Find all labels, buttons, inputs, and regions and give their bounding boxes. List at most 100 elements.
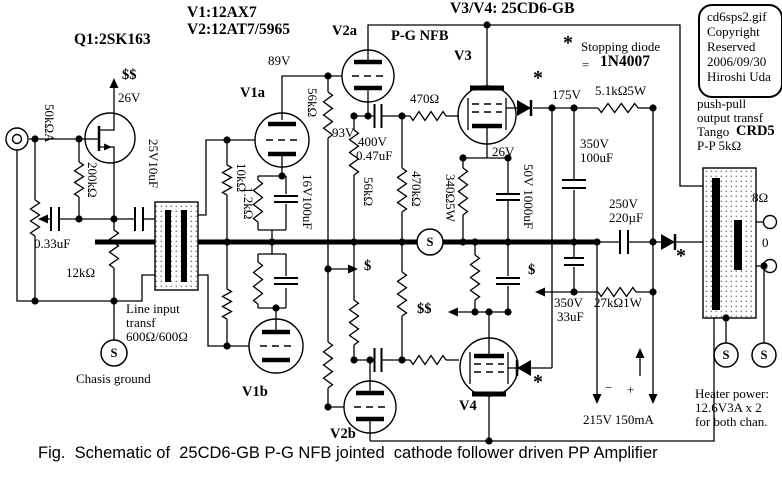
stopping-diode (517, 100, 531, 116)
wire (327, 388, 344, 408)
input-jack (5, 127, 29, 151)
label-plus: + (627, 382, 635, 397)
label-c220-uf: 220µF (609, 210, 644, 225)
label-equals: = (582, 57, 590, 72)
label-v2b: V2b (330, 426, 356, 442)
label-c33-uf: 33uF (557, 309, 584, 324)
input-transformer (154, 201, 199, 291)
copyright-line: Copyright (707, 24, 760, 39)
label-r1-2k: 1.2kΩ (241, 187, 256, 220)
copyright-line: cd6sps2.gif (707, 9, 767, 24)
tube-v2a (341, 49, 395, 103)
resistor-470 (409, 110, 447, 122)
junction-dot (398, 238, 406, 246)
chassis-ground-terminal (100, 339, 128, 367)
heater-terminal-s: S (760, 348, 768, 362)
label-r470: 470Ω (410, 91, 440, 106)
input-jack (11, 133, 23, 145)
rail-tag-arrow (348, 264, 358, 274)
transformer-winding (165, 210, 171, 282)
stopping-diode (517, 360, 531, 376)
label-r56a: 56kΩ (305, 88, 320, 118)
label-opt-3: Tango (697, 124, 730, 139)
label-c047: 0.47uF (356, 148, 393, 163)
label-v2a: V2a (332, 23, 357, 39)
label-transf1-1: Line input (126, 301, 180, 316)
junction-dot (398, 112, 406, 120)
ground-symbol-s: S (426, 235, 434, 249)
junction-dot (110, 297, 118, 305)
label-c33-v: 350V (554, 295, 583, 310)
resistor-200k (73, 161, 85, 198)
junction-dot (593, 238, 601, 246)
junction-dot (350, 238, 358, 246)
copyright-line: Hiroshi Uda (707, 69, 771, 84)
resistor-56k-nfb (322, 91, 334, 139)
label-opt-model: CRD5 (736, 123, 775, 139)
figure-caption: Fig. Schematic of 25CD6-GB P-G NFB joint… (38, 444, 658, 462)
wire (99, 113, 115, 131)
label-r470k: 470kΩ (409, 171, 424, 207)
junction-dot (504, 308, 512, 316)
junction-dot (760, 262, 768, 270)
junction-dot (649, 238, 657, 246)
junction-dot (504, 238, 512, 246)
wire (16, 150, 155, 302)
label-opt-1: push-pull (697, 96, 747, 111)
junction-dot (324, 403, 332, 411)
label-v34-type: V3/V4: 25CD6-GB (450, 0, 575, 17)
output-transformer (702, 167, 757, 319)
transformer-winding (181, 210, 187, 282)
label-v3: V3 (454, 48, 472, 64)
resistor-27k (597, 286, 637, 298)
junction-dot (722, 314, 730, 322)
junction-dot (324, 265, 332, 273)
chassis-ground-symbol-s: S (110, 346, 118, 360)
label-26v-v3: 26V (492, 144, 515, 159)
resistor-56k-cf (348, 129, 360, 176)
label-r340: 340Ω5W (443, 174, 458, 222)
copyright-line: 2006/09/30 (707, 54, 767, 69)
junction-dot (31, 135, 39, 143)
label-93v: 93V (332, 125, 355, 140)
tube-v1a (254, 112, 310, 168)
junction-dot (548, 104, 556, 112)
label-r10k: 10kΩ (234, 163, 249, 193)
label-v4: V4 (459, 398, 477, 414)
junction-dot (471, 238, 479, 246)
label-c220-v: 250V (609, 196, 638, 211)
star-icon: * (676, 245, 686, 267)
label-rail-dd: $$ (122, 67, 137, 83)
label-v1-type: V1:12AX7 (187, 4, 257, 21)
supply-arrow-up (109, 78, 119, 88)
resistor-470k (396, 167, 408, 213)
junction-dot (504, 154, 512, 162)
junction-dot (459, 154, 467, 162)
label-heater-3: for both chan. (695, 414, 768, 429)
junction-dot (398, 356, 406, 364)
resistor-340-lower (469, 254, 481, 301)
resistor-470k-lower (396, 271, 408, 317)
junction-dot (366, 356, 374, 364)
resistor-470-lower (409, 354, 447, 366)
junction-dot (350, 112, 358, 120)
junction-dot (471, 308, 479, 316)
wire (281, 75, 342, 120)
star-icon: * (533, 67, 543, 89)
resistor-12k (108, 229, 120, 269)
label-v1b: V1b (242, 384, 268, 400)
resistor-1-2k-lower (252, 261, 264, 305)
label-89v: 89V (268, 53, 291, 68)
resistor-10k-lower (221, 288, 233, 320)
label-heater-2: 12.6V3A x 2 (695, 400, 762, 415)
junction-dot (75, 135, 83, 143)
label-r12k: 12kΩ (66, 265, 96, 280)
junction-dot (31, 297, 39, 305)
transformer-secondary (734, 220, 742, 270)
supply-arrow-down (592, 394, 602, 404)
label-r200k: 200kΩ (85, 162, 100, 198)
label-c400v: 400V (358, 134, 387, 149)
ground-terminal (416, 228, 444, 256)
transformer-primary (712, 178, 720, 310)
